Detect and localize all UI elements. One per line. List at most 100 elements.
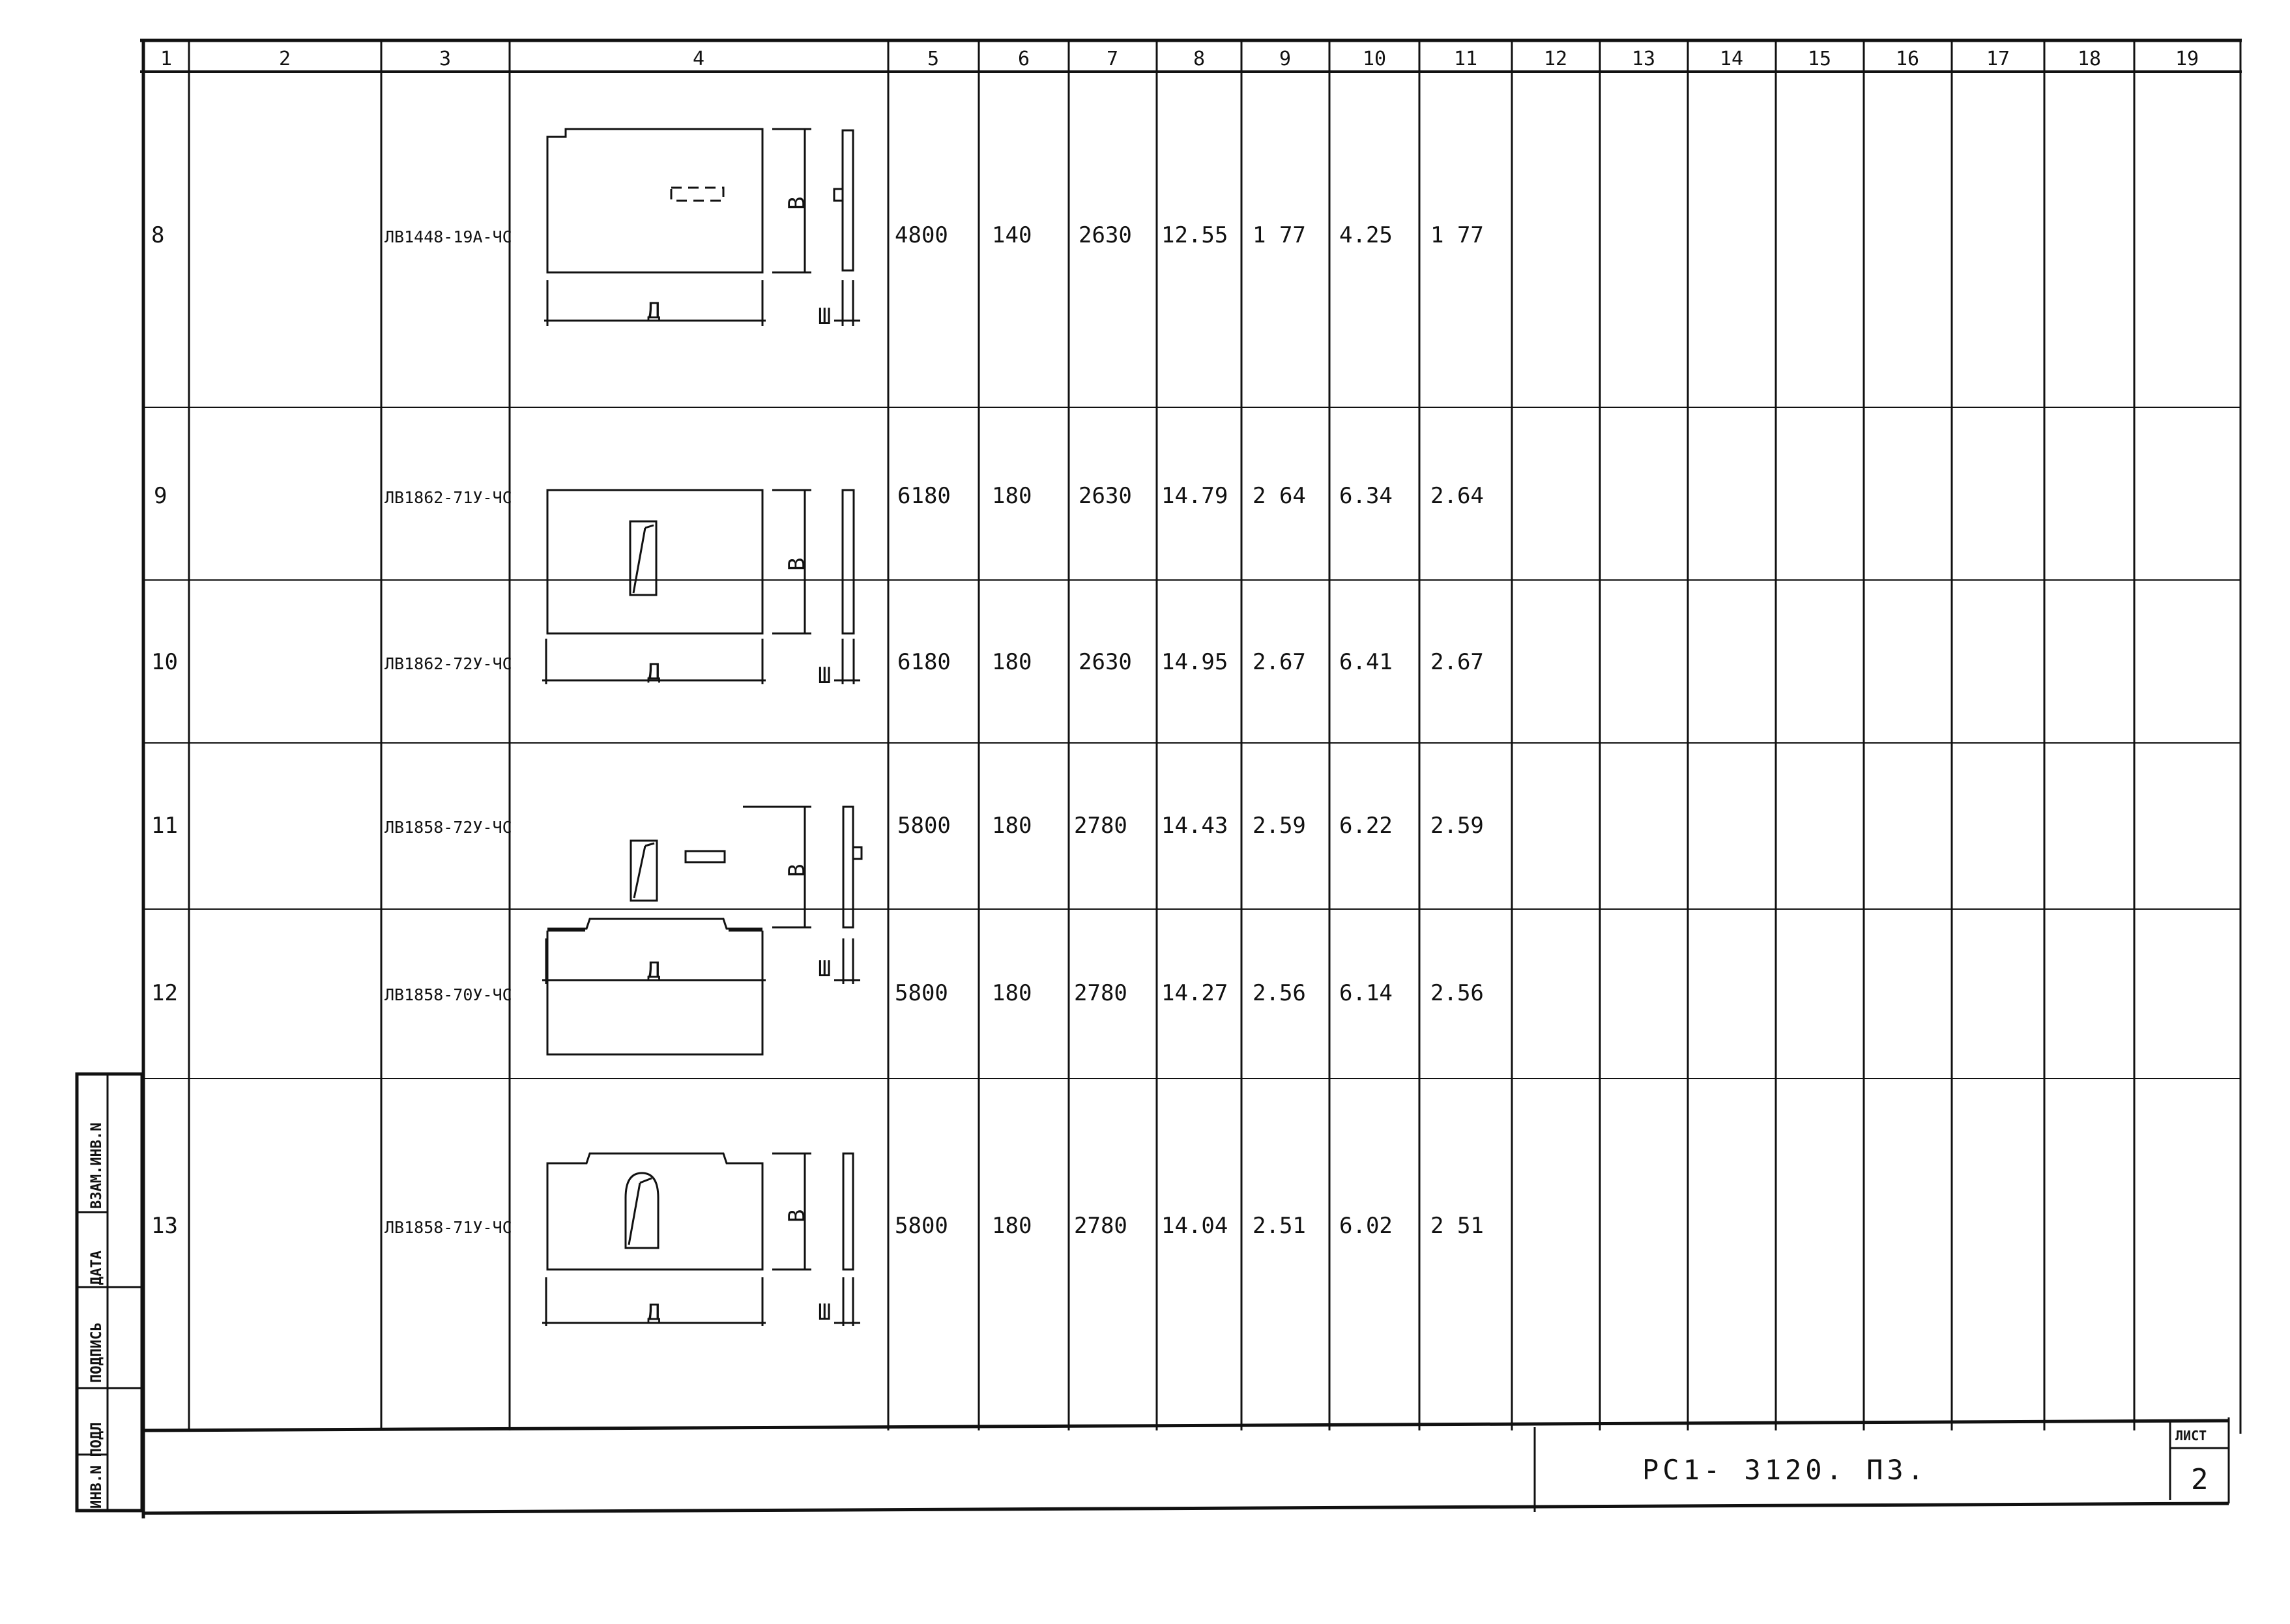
row-number: 8 <box>151 222 164 248</box>
side-stamp-text: ИНВ.N ПОДЛ ПОДПИСЬ ДАТА ВЗАМ.ИНВ.N <box>89 1123 105 1509</box>
panel-door-opening <box>629 520 658 596</box>
door-leaf <box>645 842 655 847</box>
cell-value: 12.55 <box>1161 222 1228 248</box>
cell-value: 1 77 <box>1253 222 1306 248</box>
cell-value: 2780 <box>1074 980 1127 1006</box>
document-code: РС1- 3120. П3. <box>1642 1454 1928 1486</box>
cell-value: 5800 <box>897 813 951 839</box>
cell-value: 2630 <box>1079 483 1132 509</box>
column-header: 10 <box>1363 48 1386 70</box>
panel-sketch <box>544 128 860 326</box>
panel-section <box>842 805 854 929</box>
panel-section-lug <box>852 846 863 860</box>
cell-value: 2.67 <box>1430 649 1484 675</box>
cell-value: 14.95 <box>1161 649 1228 675</box>
column-header: 1 <box>160 48 172 70</box>
cell-value: 140 <box>992 222 1032 248</box>
door-leaf <box>645 524 654 529</box>
cell-value: 6180 <box>897 649 951 675</box>
panel-section-lug <box>833 188 844 202</box>
cell-value: 2.56 <box>1253 980 1306 1006</box>
cell-value: 180 <box>992 813 1032 839</box>
cell-value: 14.79 <box>1161 483 1228 509</box>
panel-section <box>842 1152 854 1271</box>
column-header: 11 <box>1454 48 1477 70</box>
cell-value: 2630 <box>1079 649 1132 675</box>
column-header: 14 <box>1720 48 1743 70</box>
cell-value: 5800 <box>895 1213 948 1239</box>
length-label: Д <box>647 1299 660 1326</box>
column-header: 5 <box>927 48 939 70</box>
row-number: 9 <box>154 483 167 509</box>
panel-section <box>841 129 854 272</box>
cell-value: 2.56 <box>1430 980 1484 1006</box>
cell-value: 6.34 <box>1339 483 1393 509</box>
column-header: 7 <box>1107 48 1118 70</box>
cell-value: 2.59 <box>1430 813 1484 839</box>
cell-value: 2.64 <box>1430 483 1484 509</box>
cell-value: 6180 <box>897 483 951 509</box>
sketch-labels: Д В Ш <box>647 558 831 689</box>
panel-outline <box>546 918 764 1056</box>
cell-value: 6.02 <box>1339 1213 1393 1239</box>
table-row: 12 ЛВ1858-70У-ЧС 5800 180 2780 14.27 2.5… <box>151 980 1484 1006</box>
column-header: 12 <box>1544 48 1567 70</box>
title-block <box>143 1417 2230 1515</box>
door-leaf <box>632 527 646 594</box>
table-row: 11 ЛВ1858-72У-ЧС 5800 180 2780 14.43 2.5… <box>151 813 1484 839</box>
cell-value: 2780 <box>1074 1213 1127 1239</box>
cell-value: 180 <box>992 1213 1032 1239</box>
thickness-label: Ш <box>818 304 831 330</box>
cell-value: 180 <box>992 980 1032 1006</box>
column-header: 3 <box>439 48 451 70</box>
panel-arched-opening <box>624 1172 659 1249</box>
cell-value: 180 <box>992 483 1032 509</box>
panel-outline <box>546 128 764 274</box>
length-label: Д <box>647 659 660 685</box>
column-header: 8 <box>1193 48 1205 70</box>
thickness-label: Ш <box>818 1299 831 1326</box>
stamp-signature: ПОДПИСЬ <box>89 1322 105 1383</box>
row-number: 12 <box>151 980 178 1006</box>
sketch-labels: Д В Ш <box>647 864 831 983</box>
stamp-date: ДАТА <box>89 1251 105 1285</box>
door-leaf <box>628 1182 641 1245</box>
sketch-labels: Д В Ш <box>647 1210 831 1326</box>
sketch-labels: Д В Ш <box>647 197 831 330</box>
door-leaf <box>633 845 646 899</box>
side-stamp <box>75 1072 144 1513</box>
table-row: 8 ЛВ1448-19А-ЧС 4800 140 2630 12.55 1 77… <box>151 222 1484 248</box>
stamp-vzam: ВЗАМ.ИНВ.N <box>89 1123 105 1209</box>
cell-value: 2780 <box>1074 813 1127 839</box>
column-header: 13 <box>1632 48 1655 70</box>
cell-value: 5800 <box>895 980 948 1006</box>
length-label: Д <box>647 957 660 983</box>
panel-door-opening <box>630 839 658 902</box>
column-header: 2 <box>279 48 291 70</box>
column-header-row: 1 2 3 4 5 6 7 8 9 10 11 12 13 14 15 16 1… <box>160 48 2199 70</box>
column-lines <box>188 40 2136 1430</box>
panel-mark: ЛВ1858-70У-ЧС <box>384 985 512 1004</box>
panel-mark: ЛВ1858-72У-ЧС <box>384 818 512 837</box>
panel-outline <box>546 489 764 635</box>
column-header: 6 <box>1018 48 1030 70</box>
column-header: 4 <box>693 48 704 70</box>
stamp-inv-no: ИНВ.N ПОДЛ <box>89 1423 105 1509</box>
cell-value: 4800 <box>895 222 948 248</box>
length-label: Д <box>647 298 660 324</box>
row-number: 11 <box>151 813 178 839</box>
cell-value: 2.59 <box>1253 813 1306 839</box>
cell-value: 14.27 <box>1161 980 1228 1006</box>
panel-outline <box>546 1152 764 1271</box>
cell-value: 1 77 <box>1430 222 1484 248</box>
panel-sketch <box>542 1152 860 1326</box>
thickness-label: Ш <box>818 956 831 982</box>
cell-value: 2630 <box>1079 222 1132 248</box>
table-row: 10 ЛВ1862-72У-ЧС 6180 180 2630 14.95 2.6… <box>151 649 1484 675</box>
panel-sketch-details <box>542 805 863 984</box>
column-header: 18 <box>2078 48 2101 70</box>
panel-sketch <box>542 489 860 684</box>
height-label: В <box>784 558 810 571</box>
